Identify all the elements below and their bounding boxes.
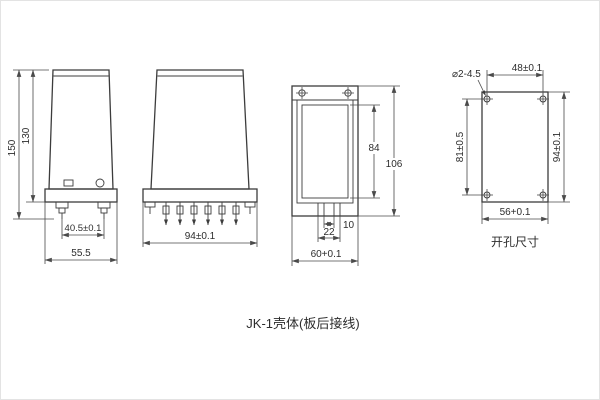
- drawing-caption: JK-1壳体(板后接线): [246, 316, 359, 331]
- rear-dimensions: 84 106 10 22 60+0.1: [291, 85, 405, 266]
- rear-view: 84 106 10 22 60+0.1: [291, 85, 405, 266]
- front-flange-screws: [144, 201, 256, 214]
- dim-rear-width: 60+0.1: [311, 249, 342, 260]
- drill-outline: [481, 91, 549, 203]
- dim-rear-overall-height: 106: [386, 159, 403, 170]
- side-screw-head: [95, 178, 105, 188]
- dim-side-height-overall: 150: [7, 139, 18, 156]
- rear-outer: [291, 85, 359, 217]
- rear-opening-inner: [301, 104, 349, 199]
- dim-drill-hole-pitch-h: 48±0.1: [512, 63, 543, 74]
- side-terminals: [55, 201, 111, 219]
- side-clip: [63, 179, 74, 187]
- dim-side-width-overall: 55.5: [71, 248, 91, 259]
- dim-drill-hole-pitch-v: 81±0.5: [455, 131, 466, 162]
- dim-front-width: 94±0.1: [185, 231, 216, 242]
- rear-mount-holes: [296, 87, 354, 99]
- front-dimensions: 94±0.1: [142, 202, 258, 247]
- dim-side-height-body: 130: [21, 127, 32, 144]
- dim-drill-width: 56+0.1: [500, 207, 531, 218]
- front-pins: [162, 202, 240, 226]
- drill-view: ⌀2-4.5 48±0.1 81±0.5 94±0.1 56+0.1: [452, 63, 570, 249]
- dim-side-terminal-pitch: 40.5±0.1: [65, 223, 102, 234]
- side-view: 150 130 40.5±0.1 55.5: [7, 69, 118, 264]
- front-view: 94±0.1: [142, 69, 258, 247]
- dim-rear-opening-height: 84: [368, 143, 380, 154]
- side-dimensions: 150 130 40.5±0.1 55.5: [7, 69, 118, 264]
- dim-drill-overall-height: 94±0.1: [552, 131, 563, 162]
- rear-opening-outer: [296, 99, 354, 204]
- drill-dimensions: 48±0.1 81±0.5 94±0.1 56+0.1: [455, 63, 570, 224]
- side-flange: [44, 188, 118, 203]
- dim-rear-notch-outer: 22: [323, 227, 335, 238]
- rear-notch: [317, 203, 341, 216]
- drill-callout: ⌀2-4.5: [452, 69, 486, 96]
- dim-drill-holes-label: ⌀2-4.5: [452, 69, 481, 80]
- drill-view-title: 开孔尺寸: [491, 235, 539, 249]
- front-flange: [142, 188, 258, 203]
- dim-rear-notch-inner: 10: [343, 220, 355, 231]
